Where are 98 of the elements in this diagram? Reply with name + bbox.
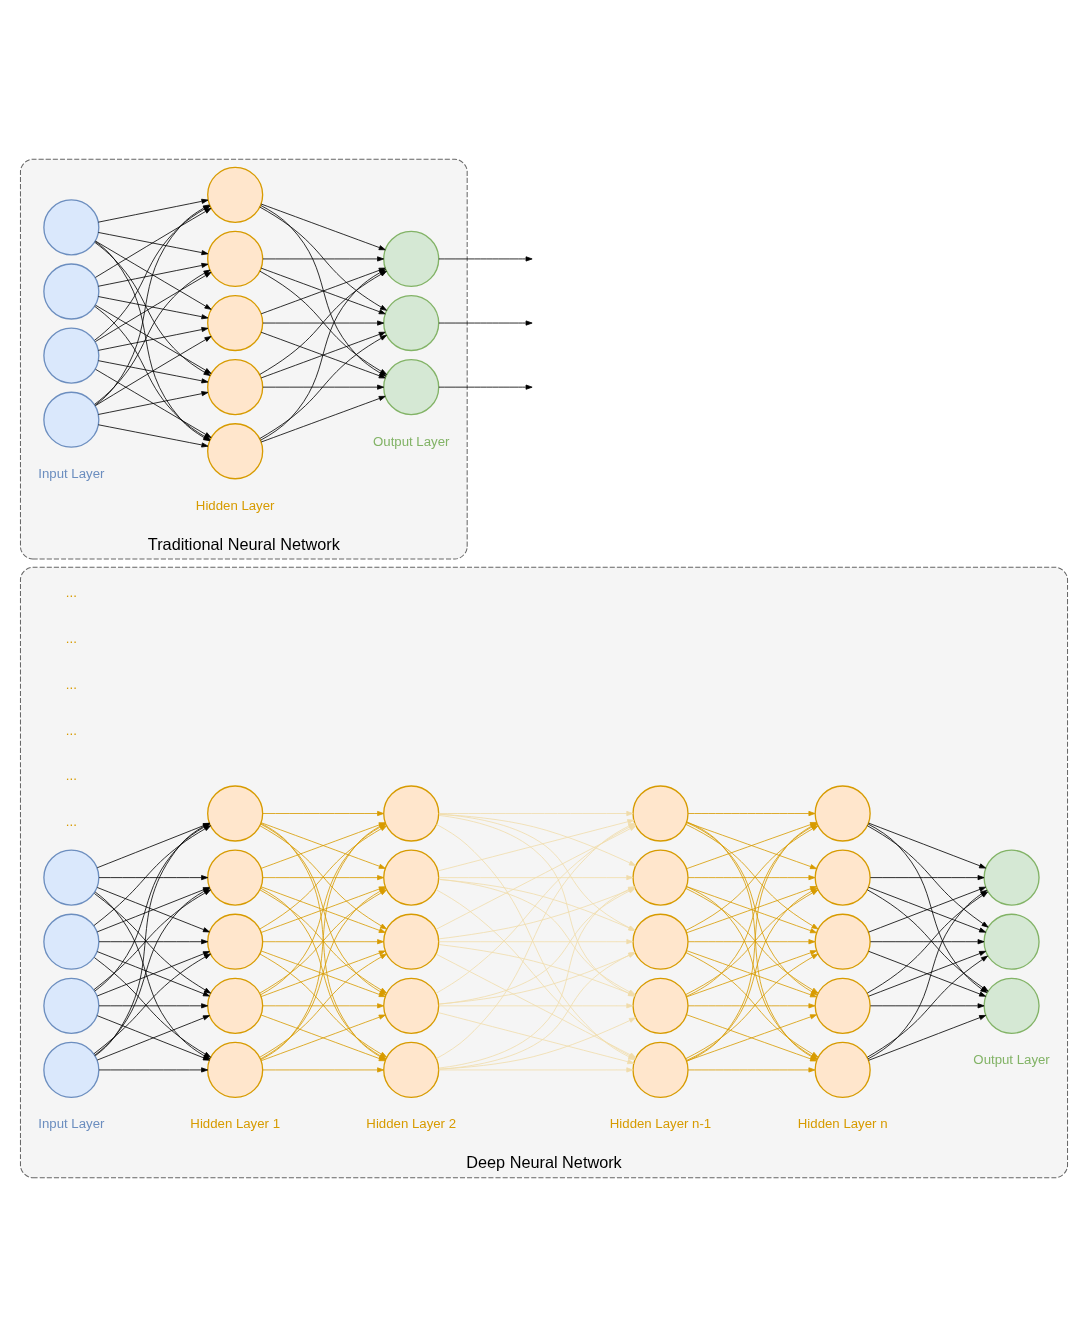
node-circle xyxy=(632,784,689,842)
node-circle xyxy=(207,294,264,351)
node-circle xyxy=(814,848,871,906)
node-circle xyxy=(632,913,689,970)
arrow xyxy=(262,1002,385,1008)
arrow xyxy=(687,810,816,816)
arrow xyxy=(97,295,209,319)
node-circle xyxy=(207,230,264,287)
label: ... xyxy=(65,584,77,600)
node-circle xyxy=(383,913,440,970)
arrow xyxy=(870,938,985,944)
node-circle xyxy=(632,977,689,1034)
node-circle xyxy=(383,358,440,415)
arrow xyxy=(262,255,385,261)
arrow xyxy=(687,1066,816,1072)
node-circle xyxy=(43,913,100,970)
label: Hidden Layer 1 xyxy=(190,1115,280,1131)
arrow xyxy=(868,1014,987,1061)
node-circle xyxy=(383,977,440,1034)
label: Input Layer xyxy=(38,465,105,481)
node-circle xyxy=(43,391,100,448)
arrow xyxy=(870,874,985,880)
arrow xyxy=(98,874,209,880)
label: ... xyxy=(65,676,77,692)
label: ... xyxy=(65,630,77,646)
node-circle xyxy=(43,848,100,906)
node-circle xyxy=(383,1041,440,1098)
arrow xyxy=(438,938,634,944)
arrow xyxy=(95,271,212,342)
arrow xyxy=(95,304,212,374)
node-circle xyxy=(43,326,100,384)
label: Output Layer xyxy=(973,1051,1050,1067)
node-circle xyxy=(207,848,264,906)
label: ... xyxy=(65,767,77,783)
label: Hidden Layer 2 xyxy=(366,1115,457,1131)
node-circle xyxy=(383,784,440,842)
arrow xyxy=(262,874,385,880)
arrow xyxy=(262,1066,385,1072)
node-circle xyxy=(207,913,264,970)
arrow xyxy=(687,874,816,880)
arrow xyxy=(97,231,209,255)
node-circle xyxy=(632,1041,689,1098)
node-circle xyxy=(814,1041,871,1098)
arrow xyxy=(438,874,634,880)
arrow xyxy=(98,938,209,944)
arrow xyxy=(96,950,210,996)
arrow xyxy=(97,359,209,383)
arrow xyxy=(94,269,211,405)
arrow xyxy=(97,262,209,287)
label: Input Layer xyxy=(38,1115,105,1131)
arrow xyxy=(95,240,212,310)
arrow xyxy=(687,1002,816,1008)
arrow xyxy=(98,1002,209,1008)
arrow xyxy=(260,203,386,250)
node-circle xyxy=(207,166,264,223)
node-circle xyxy=(207,977,264,1034)
label: ... xyxy=(65,813,77,829)
label: ... xyxy=(65,722,77,738)
node-circle xyxy=(43,977,100,1034)
arrow xyxy=(260,395,386,442)
node-circle xyxy=(43,262,100,320)
arrow xyxy=(262,320,385,326)
node-circle xyxy=(383,848,440,906)
node-circle xyxy=(383,230,440,287)
arrow xyxy=(438,810,634,816)
label: Hidden Layer n xyxy=(797,1115,888,1131)
node-circle xyxy=(207,358,264,415)
node-circle xyxy=(207,1041,264,1098)
arrow xyxy=(262,938,385,944)
arrow xyxy=(262,810,385,816)
arrow xyxy=(438,320,533,326)
node-circle xyxy=(43,1041,100,1098)
arrow xyxy=(438,1002,634,1008)
node-circle xyxy=(43,198,100,255)
arrow xyxy=(687,938,816,944)
arrow xyxy=(438,384,533,390)
label: Hidden Layer n-1 xyxy=(609,1115,712,1131)
arrow xyxy=(870,1002,985,1008)
node-circle xyxy=(632,848,689,906)
arrow xyxy=(94,241,211,376)
arrow xyxy=(262,384,385,390)
node-circle xyxy=(814,913,871,970)
label: Hidden Layer xyxy=(195,497,275,513)
node-circle xyxy=(983,848,1040,906)
node-circle xyxy=(207,422,264,479)
node-circle xyxy=(383,294,440,351)
node-circle xyxy=(814,977,871,1034)
node-circle xyxy=(207,784,264,842)
node-circle xyxy=(814,784,871,842)
arrow xyxy=(868,822,987,868)
arrow xyxy=(97,390,209,415)
arrow xyxy=(95,335,212,406)
arrow xyxy=(98,1066,209,1072)
arrow xyxy=(95,207,212,278)
arrow xyxy=(438,255,533,261)
arrow xyxy=(97,326,209,351)
label: Output Layer xyxy=(373,433,450,449)
arrow xyxy=(438,1066,634,1072)
